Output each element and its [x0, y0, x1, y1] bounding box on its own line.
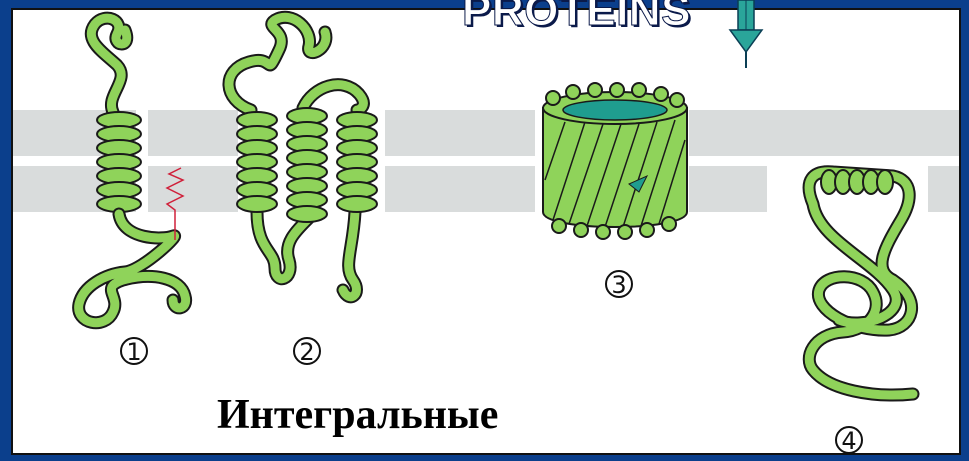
integral-caption: Интегральные — [217, 391, 498, 439]
pin-icon — [724, 0, 768, 70]
protein-4-peripheral — [809, 170, 913, 395]
protein-3-barrel — [543, 83, 687, 239]
slide-title: PROTEINS — [462, 0, 691, 36]
protein-2-helices — [237, 108, 377, 222]
label-1: 1 — [120, 337, 148, 365]
label-3: 3 — [605, 270, 633, 298]
label-2: 2 — [293, 337, 321, 365]
label-4: 4 — [835, 426, 863, 454]
membrane-bilayer — [13, 110, 961, 212]
diagram-panel: 1 2 3 4 Интегральные — [11, 8, 961, 455]
membrane-diagram — [13, 10, 961, 455]
